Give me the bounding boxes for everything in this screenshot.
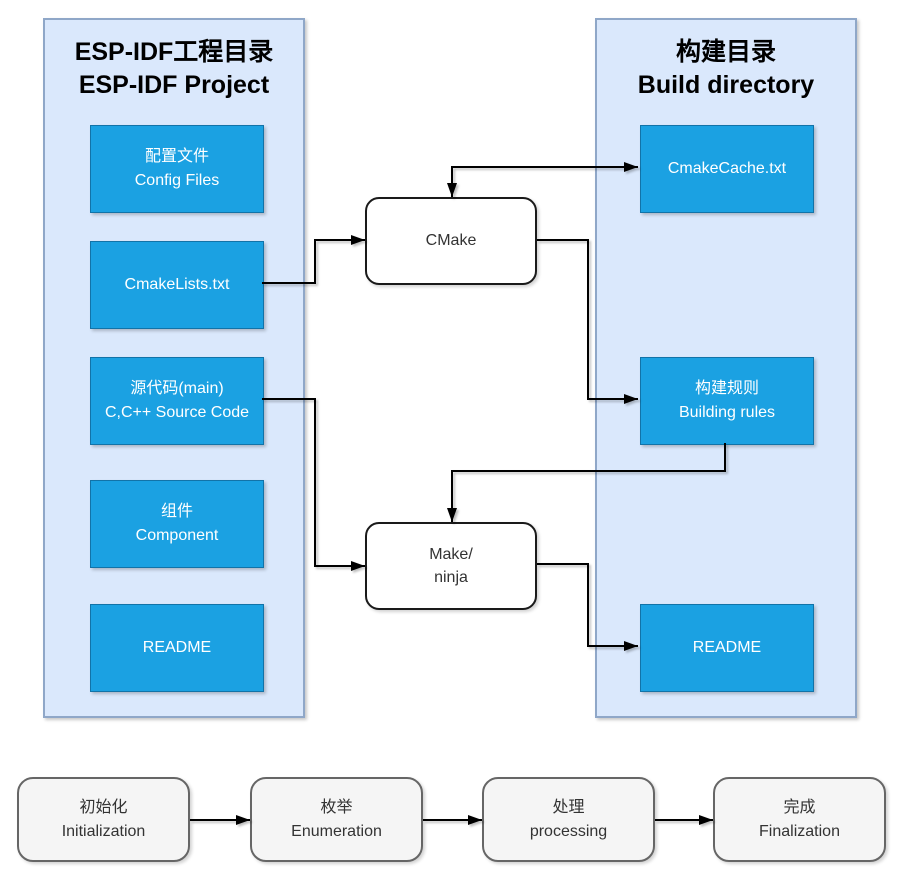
building-rules-box: 构建规则 Building rules	[640, 357, 814, 445]
step-finalization-en: Finalization	[759, 822, 840, 840]
right-panel-title: 构建目录 Build directory	[597, 36, 855, 101]
building-rules-label-en: Building rules	[678, 404, 776, 421]
left-panel-title-zh: ESP-IDF工程目录	[74, 38, 274, 66]
step-initialization-zh: 初始化	[79, 798, 128, 816]
build-directory-panel: 构建目录 Build directory CmakeCache.txt 构建规则…	[595, 18, 857, 718]
cmakelists-label: CmakeLists.txt	[124, 276, 230, 293]
build-readme-label: README	[692, 639, 762, 656]
make-ninja-node: Make/ninja	[365, 522, 537, 610]
project-readme-label: README	[142, 639, 212, 656]
esp-idf-project-panel: ESP-IDF工程目录 ESP-IDF Project 配置文件 Config F…	[43, 18, 305, 718]
step-finalization: 完成 Finalization	[713, 777, 886, 862]
config-files-label-zh: 配置文件	[144, 148, 209, 165]
source-code-label-en: C,C++ Source Code	[104, 404, 250, 421]
component-label-zh: 组件	[160, 503, 193, 520]
component-label-en: Component	[135, 527, 219, 544]
left-panel-title-en: ESP-IDF Project	[78, 70, 270, 99]
make-ninja-label-2: ninja	[434, 569, 468, 586]
step-enumeration-en: Enumeration	[291, 822, 382, 840]
step-enumeration-zh: 枚举	[320, 798, 353, 816]
left-panel-title: ESP-IDF工程目录 ESP-IDF Project	[45, 36, 303, 101]
cmakecache-label: CmakeCache.txt	[667, 160, 787, 177]
step-enumeration: 枚举 Enumeration	[250, 777, 423, 862]
source-code-box: 源代码(main) C,C++ Source Code	[90, 357, 264, 445]
cmakecache-box: CmakeCache.txt	[640, 125, 814, 213]
building-rules-label-zh: 构建规则	[694, 380, 759, 397]
right-panel-title-zh: 构建目录	[675, 38, 776, 66]
right-panel-title-en: Build directory	[637, 70, 815, 99]
config-files-label-en: Config Files	[134, 172, 220, 189]
step-processing: 处理 processing	[482, 777, 655, 862]
step-processing-en: processing	[529, 822, 608, 840]
step-initialization-en: Initialization	[61, 822, 146, 840]
project-readme-box: README	[90, 604, 264, 692]
build-readme-box: README	[640, 604, 814, 692]
cmake-node-label: CMake	[425, 232, 477, 250]
config-files-box: 配置文件 Config Files	[90, 125, 264, 213]
component-box: 组件 Component	[90, 480, 264, 568]
cmakelists-box: CmakeLists.txt	[90, 241, 264, 329]
cmake-node: CMake	[365, 197, 537, 285]
step-initialization: 初始化 Initialization	[17, 777, 190, 862]
source-code-label-zh: 源代码(main)	[130, 380, 224, 397]
step-finalization-zh: 完成	[783, 798, 816, 816]
make-ninja-label-1: Make/	[429, 545, 473, 563]
step-processing-zh: 处理	[552, 798, 585, 816]
